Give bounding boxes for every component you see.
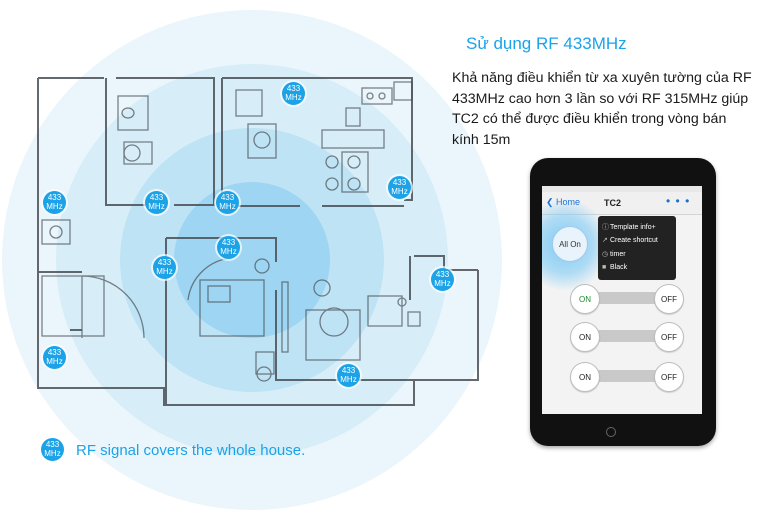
shortcut-icon: ↗ (602, 237, 608, 244)
nav-title: TC2 (604, 198, 622, 208)
menu-item-black[interactable]: ■Black (602, 264, 628, 271)
menu-item-template-info[interactable]: ⓘTemplate info+ (602, 224, 656, 231)
signal-ring-outer (2, 10, 502, 510)
shirt-icon: ■ (602, 264, 607, 271)
switch-row-1: ON OFF (570, 284, 684, 314)
signal-ring-inner (174, 182, 330, 338)
coverage-caption: RF signal covers the whole house. (76, 442, 306, 459)
on-button[interactable]: ON (570, 284, 600, 314)
signal-ring-3 (56, 64, 448, 456)
description-text: Khả năng điều khiển từ xa xuyên tường củ… (452, 70, 752, 148)
on-button[interactable]: ON (570, 322, 600, 352)
phone-home-button[interactable] (606, 427, 616, 437)
switch-track (588, 330, 666, 342)
phone-screen: ❮ Home TC2 • • • All On ⓘTemplate info+ … (542, 186, 702, 414)
info-icon: ⓘ (602, 224, 609, 231)
status-bar (542, 186, 702, 192)
page-title: Sử dụng RF 433MHz (466, 34, 627, 53)
menu-item-timer[interactable]: ◷timer (602, 251, 626, 258)
dropdown-menu: ⓘTemplate info+ ↗Create shortcut ◷timer … (598, 216, 676, 280)
signal-ring-2 (120, 128, 384, 392)
off-button[interactable]: OFF (654, 362, 684, 392)
more-menu-button[interactable]: • • • (666, 194, 691, 208)
off-button[interactable]: OFF (654, 284, 684, 314)
switch-row-2: ON OFF (570, 322, 684, 352)
clock-icon: ◷ (602, 251, 609, 258)
switch-track (588, 292, 666, 304)
switch-row-3: ON OFF (570, 362, 684, 392)
on-button[interactable]: ON (570, 362, 600, 392)
fixtures (41, 81, 421, 382)
off-button[interactable]: OFF (654, 322, 684, 352)
switch-track (588, 370, 666, 382)
all-on-button[interactable]: All On (552, 226, 588, 262)
menu-item-create-shortcut[interactable]: ↗Create shortcut (602, 237, 658, 244)
